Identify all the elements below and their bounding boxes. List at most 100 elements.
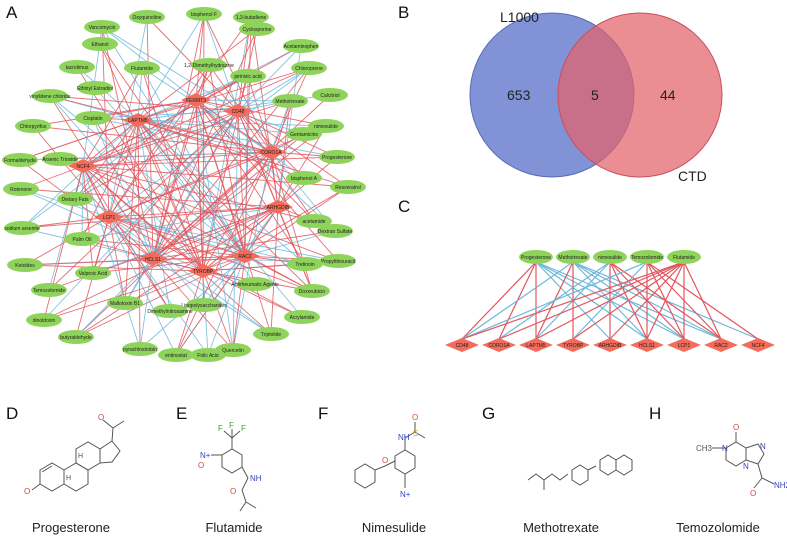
- network-a-drug-label: pyrachlostrobin: [123, 347, 157, 353]
- network-a-drug-node-propylthiouracil: Propylthiouracil: [320, 254, 356, 268]
- panel-label-e: E: [176, 404, 188, 423]
- network-a-edge: [137, 67, 310, 121]
- network-c-edge: [609, 261, 685, 340]
- network-a-edge: [277, 125, 327, 208]
- network-a-edge: [21, 206, 279, 229]
- network-a-drug-label: Calcitriol: [320, 93, 339, 99]
- network-a-drug-label: Acrylamide: [290, 315, 315, 321]
- network-a-edge: [152, 13, 205, 260]
- network-a-drug-label: Quercetin: [222, 348, 244, 354]
- progesterone-atom-h2: H: [66, 475, 71, 482]
- network-a-drug-node-rotenone: Rotenone: [3, 182, 39, 196]
- network-a-edge: [75, 206, 279, 338]
- network-a-drug-node-doxorubicin: Doxorubicin: [294, 284, 330, 298]
- network-a-edge: [237, 110, 349, 188]
- temozolomide-atom-o: O: [733, 423, 739, 432]
- network-a-drug-label: Chlorpyrifos: [20, 124, 47, 130]
- network-a-drug-node-methotrexate: Methotrexate: [272, 94, 308, 108]
- network-c-gene-label: HCLS1: [639, 343, 655, 349]
- network-c-edges: [461, 261, 759, 340]
- network-a-edge: [108, 216, 154, 260]
- network-a-drug-node-ethanol: Ethanol: [82, 37, 118, 51]
- network-a-edge: [82, 67, 310, 167]
- network-a-edge: [203, 13, 272, 153]
- network-a-drug-label: dinoldoxin: [33, 318, 56, 324]
- network-c-gene-node-hcls1: HCLS1: [630, 338, 664, 352]
- network-a-drug-node-butyraldehyde: butyraldehyde: [58, 330, 94, 344]
- network-a-drug-node-vinylidene-chloride: vinylidene chloride: [29, 89, 71, 103]
- structure-name-flutamide: Flutamide: [205, 520, 263, 535]
- temozolomide-atom-o2: O: [750, 489, 756, 498]
- panel-label-c: C: [398, 197, 411, 216]
- network-a-edge: [237, 110, 246, 257]
- flutamide-structure: [211, 429, 257, 512]
- network-c-edge: [461, 261, 685, 340]
- network-a-edge: [108, 216, 306, 265]
- network-a-drug-label: Chloroprene: [295, 66, 323, 72]
- network-c-gene-label: LCP1: [678, 343, 691, 349]
- network-a-edge: [82, 165, 313, 292]
- network-c-drug-node-temozolomide: Temozolomide: [630, 250, 664, 264]
- network-a-gene-label: FERMT3: [186, 98, 206, 104]
- panel-label-b: B: [398, 3, 410, 22]
- network-a-drug-label: Temozolomide: [33, 288, 65, 294]
- panel-label-f: F: [318, 404, 329, 423]
- flutamide-atom-f1: F: [218, 424, 223, 433]
- network-a-edge: [82, 165, 110, 218]
- network-a-drug-label: 1,2-Dimethylhydrazine: [184, 63, 234, 69]
- network-a-edge: [250, 16, 279, 208]
- network-a-drug-node-valproic-acid: Valproic Acid: [75, 266, 111, 280]
- structure-name-temozolomide: Temozolomide: [676, 520, 760, 535]
- network-a-drug-node-gentamicins: Gentamicins: [286, 127, 322, 141]
- network-a-edge: [137, 119, 141, 350]
- network-a-edge: [270, 151, 279, 208]
- network-a-drug-node-tretinoin: Tretinoin: [287, 257, 323, 271]
- network-a-drug-node-chloroprene: Chloroprene: [291, 61, 327, 75]
- network-a-drug-node-acrylamide: Acrylamide: [284, 310, 320, 324]
- network-a-edge: [202, 151, 272, 272]
- temozolomide-atom-n3: N: [743, 462, 749, 471]
- network-a-edge: [232, 255, 246, 351]
- network-a-drug-label: Propylthiouracil: [321, 259, 355, 265]
- temozolomide-structure: [712, 432, 775, 489]
- nimesulide-atom-s: S: [413, 429, 418, 438]
- network-a-drug-label: tacrolimus: [66, 65, 89, 71]
- network-a-drug-label: Methotrexate: [275, 99, 304, 105]
- network-a-drug-node-progesterone: Progesterone: [319, 150, 355, 164]
- network-a-edge: [108, 119, 139, 218]
- network-a-edge: [152, 258, 272, 335]
- network-a-drug-node-temozolomide: Temozolomide: [31, 283, 67, 297]
- network-a-drug-node-ketoldes: Ketoldes: [7, 258, 43, 272]
- network-c-gene-label: RAC2: [714, 343, 728, 349]
- network-a-edge: [43, 255, 246, 321]
- temozolomide-atom-n2: N: [760, 442, 766, 451]
- network-a-edge: [137, 119, 327, 127]
- network-a-edge: [137, 119, 305, 179]
- venn-diagram: L1000 CTD 653 5 44: [469, 9, 723, 184]
- flutamide-atom-n-plus: N+: [200, 451, 211, 460]
- network-a-drug-node-1-2-dimethylhydrazine: 1,2-Dimethylhydrazine: [184, 58, 234, 72]
- network-a-gene-node-laptm5: LAPTM5: [123, 113, 153, 127]
- network-c-drug-label: nimesulide: [598, 255, 622, 261]
- network-a-drug-node-entinostat: entinostat: [158, 348, 194, 362]
- network-a-drug-node-palm-oil: Palm Oil: [64, 232, 100, 246]
- temozolomide-atom-n1: N: [722, 444, 728, 453]
- progesterone-atom-o-acetyl: O: [98, 413, 104, 422]
- flutamide-atom-nh: NH: [250, 474, 262, 483]
- network-a-drug-node-calcitriol: Calcitriol: [312, 88, 348, 102]
- network-a-edge: [75, 151, 272, 338]
- network-a-drug-node-acetaminophen: Acetaminophen: [283, 39, 319, 53]
- network-a-gene-node-hcls1: HCLS1: [138, 252, 168, 266]
- network-c-drug-node-nimesulide: nimesulide: [593, 250, 627, 264]
- network-a-drug-label: Gentamicins: [290, 132, 318, 138]
- network-a-edge: [237, 110, 305, 179]
- network-a-edge: [195, 99, 204, 272]
- network-a-edge: [195, 99, 306, 265]
- network-a-edge: [137, 119, 313, 292]
- panel-label-g: G: [482, 404, 496, 423]
- network-a-edge: [81, 119, 139, 240]
